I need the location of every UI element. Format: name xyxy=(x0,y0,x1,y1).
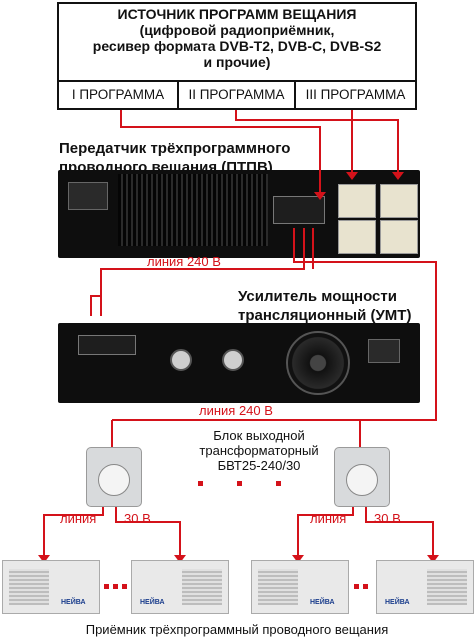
arrow-receiver-4 xyxy=(427,555,439,563)
wire-program-1 xyxy=(120,110,321,192)
amplifier-heading-line-1: Усилитель мощности xyxy=(238,288,397,305)
speaker-grille-icon xyxy=(258,569,298,605)
transformer-block-left xyxy=(86,447,142,507)
receiver-caption: Приёмник трёхпрограммный проводного веща… xyxy=(85,622,389,637)
receiver-4: НЕЙВА xyxy=(376,560,474,614)
speaker-grille-icon xyxy=(427,569,467,605)
power-socket-icon xyxy=(68,182,108,210)
transmitter-device xyxy=(58,170,420,258)
receiver-brand: НЕЙВА xyxy=(61,599,86,606)
source-title-line-1: ИСТОЧНИК ПРОГРАММ ВЕЩАНИЯ xyxy=(117,6,357,22)
line-240-label-a: линия 240 В xyxy=(147,254,221,269)
xlr-connector-2 xyxy=(222,349,244,371)
dot-1 xyxy=(198,481,203,486)
amplifier-heading: Усилитель мощности трансляционный (УМТ) xyxy=(238,287,411,325)
program-3-output: III ПРОГРАММА xyxy=(296,80,415,108)
speaker-grille-icon xyxy=(182,569,222,605)
wire-30v-left-2 xyxy=(115,500,181,555)
transformer-block-right xyxy=(334,447,390,507)
program-source-box xyxy=(57,2,417,110)
program-1-output: I ПРОГРАММА xyxy=(59,80,179,108)
source-title-line-2: (цифровой радиоприёмник, xyxy=(139,22,335,38)
program-2-output: II ПРОГРАММА xyxy=(179,80,296,108)
receiver-brand: НЕЙВА xyxy=(385,599,410,606)
arrow-receiver-3 xyxy=(292,555,304,563)
wire-program-3 xyxy=(351,110,399,172)
transmitter-heading-line-1: Передатчик трёхпрограммного xyxy=(59,140,291,157)
receiver-3: НЕЙВА xyxy=(251,560,349,614)
wire-line-240-right xyxy=(112,228,437,421)
transformer-cap-icon xyxy=(346,464,378,496)
wire-30v-right-1 xyxy=(297,500,354,555)
arrow-program-2 xyxy=(346,172,358,180)
transformer-cap-icon xyxy=(98,464,130,496)
transformer-caption-line-3: БВТ25-240/30 xyxy=(217,458,301,473)
line-terminal-block xyxy=(273,196,325,224)
dot-3 xyxy=(276,481,281,486)
receiver-brand: НЕЙВА xyxy=(310,599,335,606)
receiver-2: НЕЙВА xyxy=(131,560,229,614)
wire-30v-left-1 xyxy=(43,500,104,555)
amplifier-terminal-block xyxy=(78,335,136,355)
arrow-program-3 xyxy=(392,172,404,180)
speaker-grille-icon xyxy=(9,569,49,605)
input-connector-3 xyxy=(338,220,376,254)
heatsink-icon xyxy=(118,174,268,246)
receiver-brand: НЕЙВА xyxy=(140,599,165,606)
wire-line-240-left-a xyxy=(100,228,305,316)
transformer-block-caption: Блок выходной трансформаторный БВТ25-240… xyxy=(184,428,334,473)
wire-line-240-jumper xyxy=(90,295,101,316)
input-connector-2 xyxy=(380,184,418,218)
line-label-right: линия xyxy=(310,511,347,526)
wire-30v-right-2 xyxy=(365,500,434,555)
source-title-line-3: ресивер формата DVB-T2, DVB-C, DVB-S2 xyxy=(92,38,382,54)
transformer-caption-line-1: Блок выходной xyxy=(213,428,305,443)
dot-2 xyxy=(237,481,242,486)
xlr-connector-1 xyxy=(170,349,192,371)
cooling-fan-icon xyxy=(286,331,350,395)
amplifier-power-socket-icon xyxy=(368,339,400,363)
amplifier-device xyxy=(58,323,420,403)
arrow-program-1 xyxy=(314,192,326,200)
amplifier-heading-line-2: трансляционный (УМТ) xyxy=(238,307,412,324)
voltage-label-right: 30 В xyxy=(374,511,401,526)
program-source-title: ИСТОЧНИК ПРОГРАММ ВЕЩАНИЯ (цифровой ради… xyxy=(60,6,414,70)
wire-program-2 xyxy=(235,110,353,172)
receiver-1: НЕЙВА xyxy=(2,560,100,614)
input-connector-4 xyxy=(380,220,418,254)
arrow-receiver-1 xyxy=(38,555,50,563)
transformer-caption-line-2: трансформаторный xyxy=(199,443,319,458)
voltage-label-left: 30 В xyxy=(124,511,151,526)
arrow-receiver-2 xyxy=(174,555,186,563)
line-240-label-b: линия 240 В xyxy=(199,403,273,418)
source-title-line-4: и прочие) xyxy=(203,54,271,70)
line-label-left: линия xyxy=(60,511,97,526)
input-connector-1 xyxy=(338,184,376,218)
